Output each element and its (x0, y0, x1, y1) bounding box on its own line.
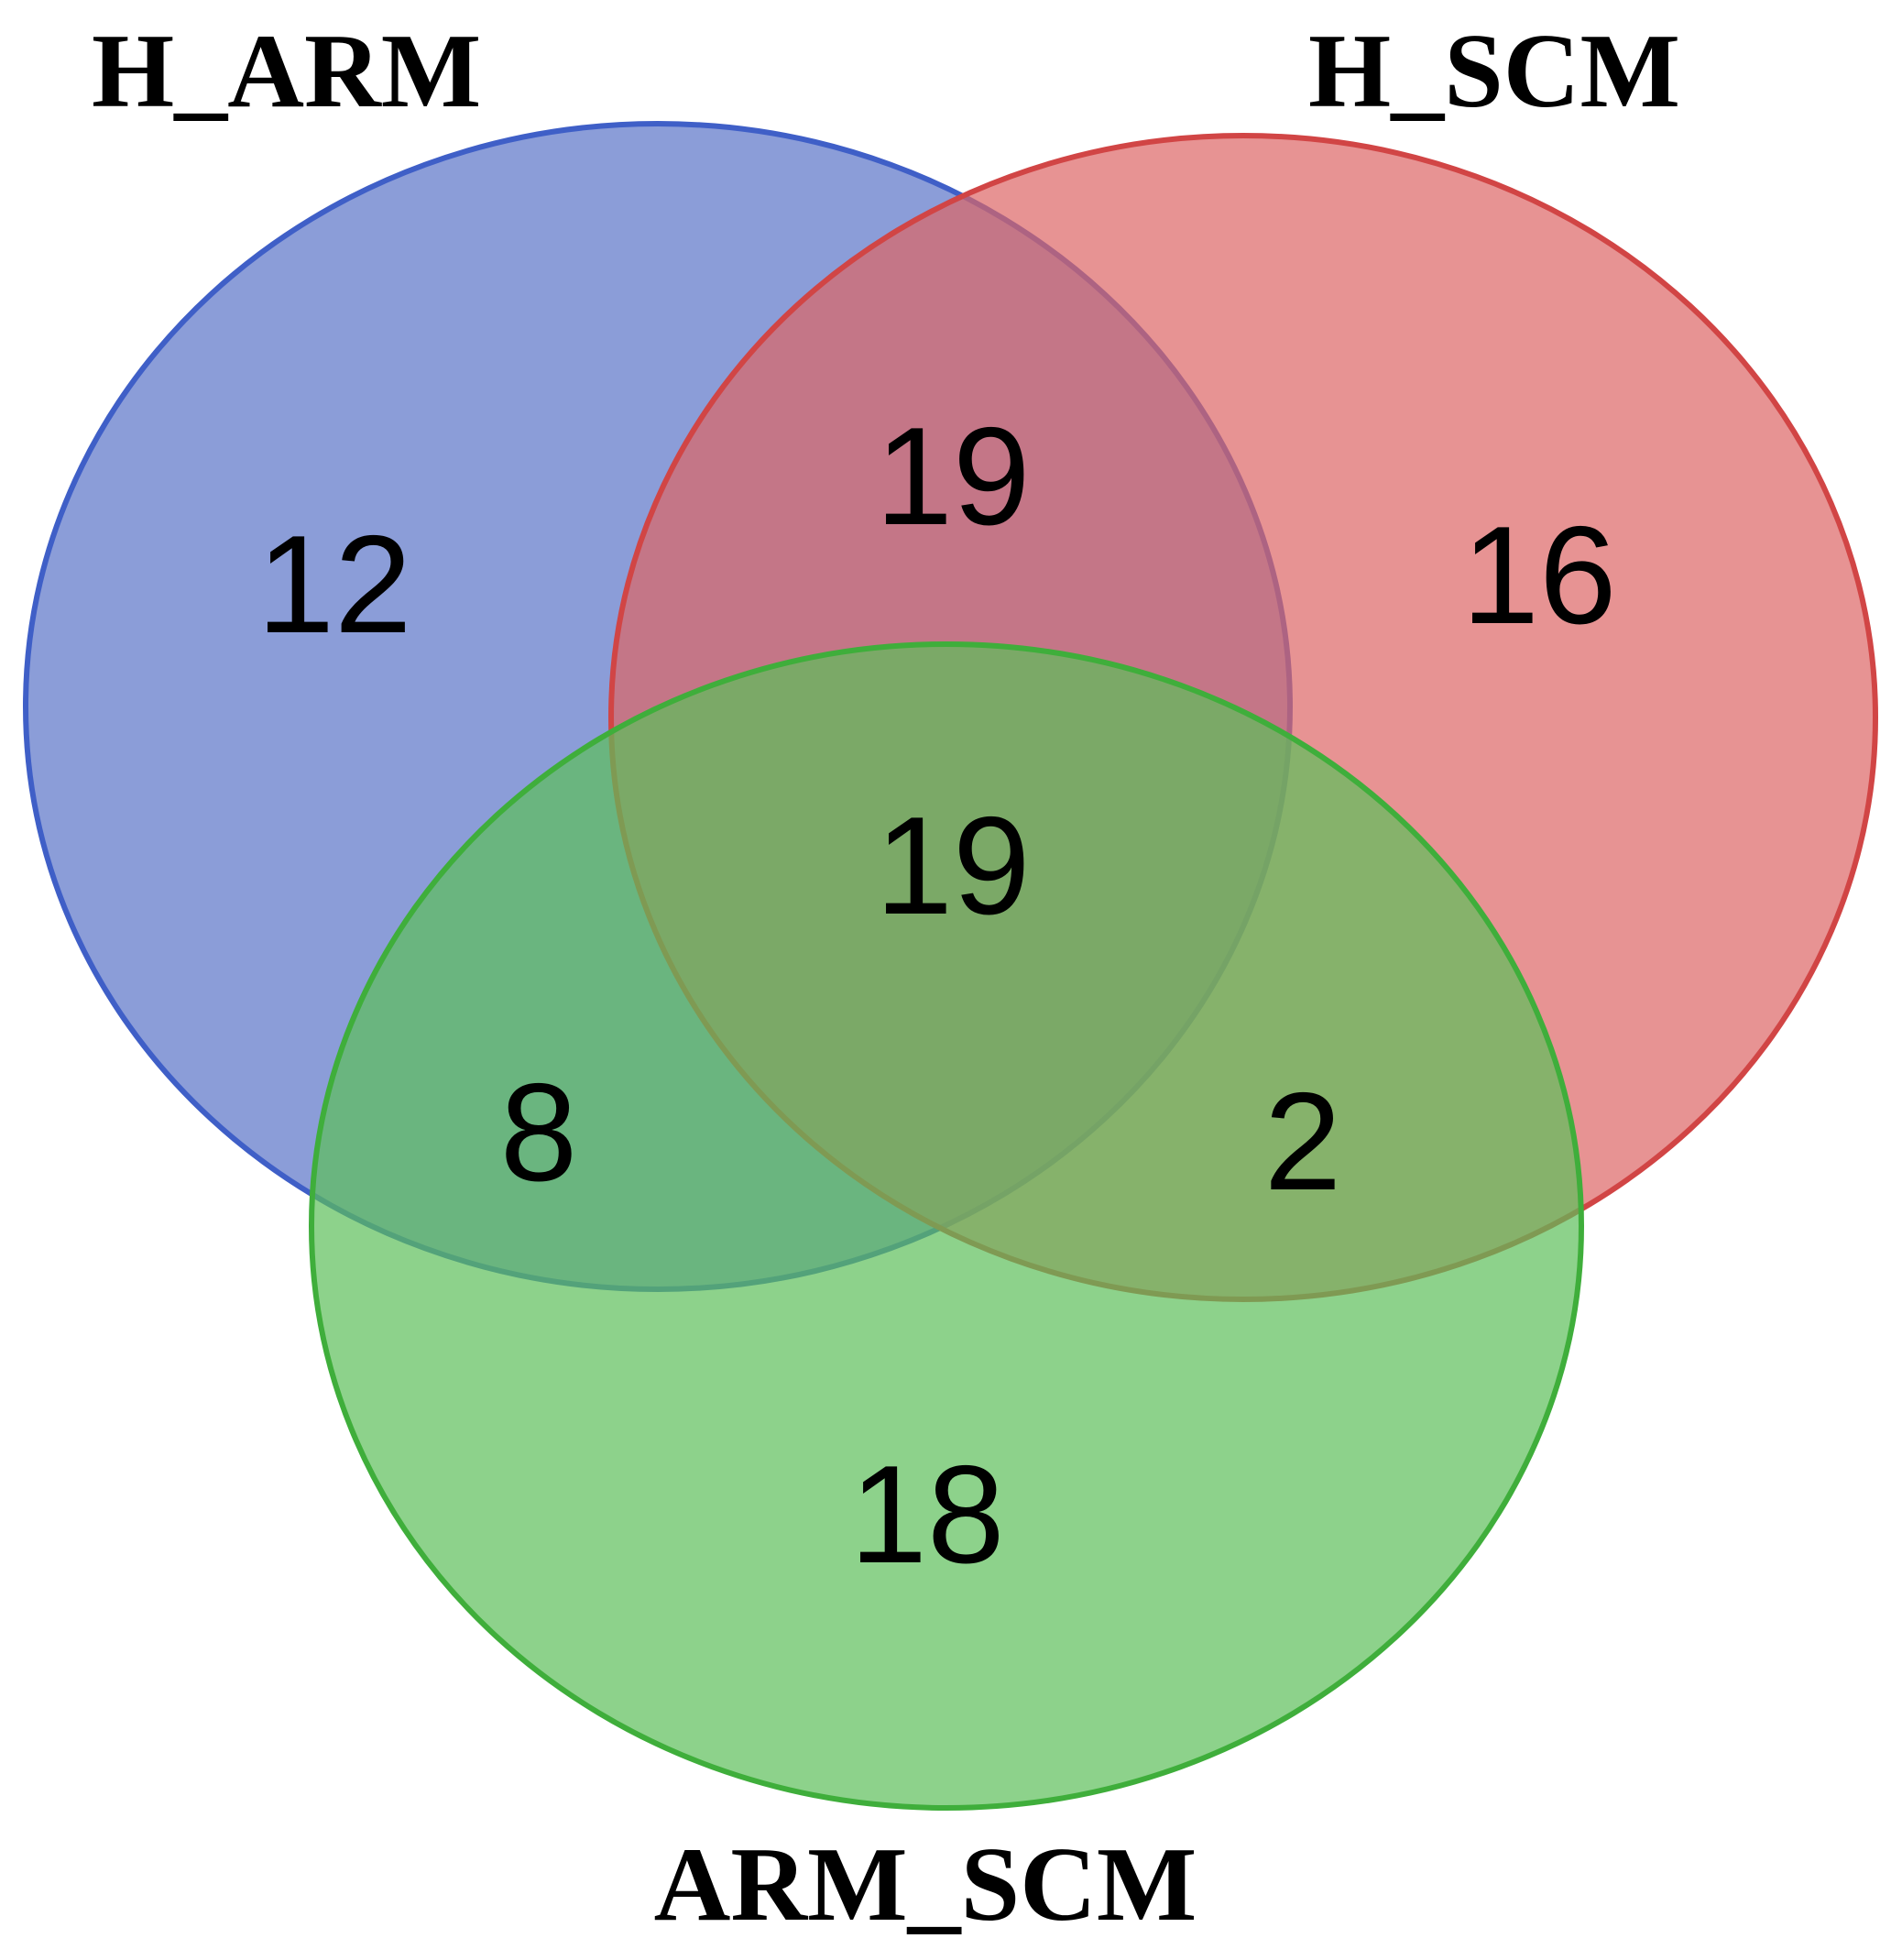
set-label-h-scm: H_SCM (1308, 13, 1680, 130)
count-h-scm-arm-scm: 2 (1264, 1064, 1342, 1220)
circle-arm-scm (309, 641, 1584, 1811)
count-all-three: 19 (875, 788, 1030, 944)
set-label-arm-scm: ARM_SCM (654, 1826, 1197, 1944)
count-h-scm-only: 16 (1461, 498, 1616, 653)
count-h-arm-h-scm: 19 (875, 399, 1030, 554)
set-label-h-arm: H_ARM (92, 13, 481, 130)
count-h-arm-only: 12 (257, 507, 411, 662)
count-arm-scm-only: 18 (849, 1437, 1004, 1593)
count-h-arm-arm-scm: 8 (500, 1055, 578, 1210)
